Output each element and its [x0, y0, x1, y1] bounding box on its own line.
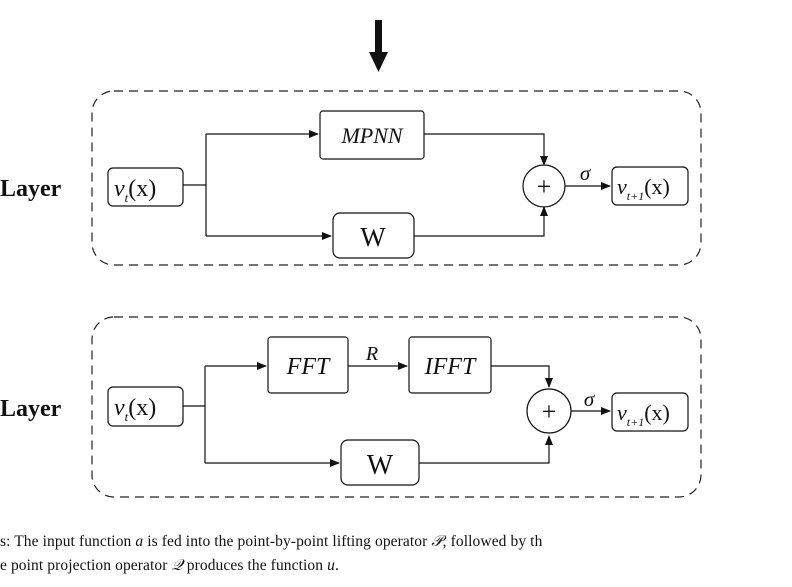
top-layer-frame: [91, 90, 702, 266]
svg-text:MPNN: MPNN: [340, 123, 403, 148]
incoming-arrow: [369, 20, 388, 72]
top-to-sum-lines: [414, 133, 548, 237]
bottom-layer-label: Layer: [0, 396, 62, 422]
top-output-node: vt+1(x): [611, 166, 689, 206]
svg-text:vt+1(x): vt+1(x): [617, 400, 670, 429]
top-w-block: W: [332, 212, 415, 259]
bottom-input-node: vt(x): [107, 386, 184, 427]
svg-text:W: W: [367, 450, 394, 481]
top-split-lines: [183, 130, 332, 240]
svg-text:IFFT: IFFT: [424, 354, 477, 380]
figure-caption-line-1: s: The input function a is fed into the …: [0, 533, 543, 550]
ifft-block: IFFT: [408, 336, 492, 394]
bottom-layer-frame: [91, 316, 702, 498]
fft-block: FFT: [267, 336, 349, 394]
figure-caption-line-2: e point projection operator 𝒬 produces t…: [0, 557, 339, 574]
bottom-sigma-label: σ: [584, 387, 596, 411]
bottom-sum-node: +: [526, 388, 572, 434]
r-label: R: [365, 343, 378, 365]
bottom-w-block: W: [340, 439, 420, 486]
top-sigma-label: σ: [580, 161, 592, 185]
top-sum-node: +: [522, 164, 566, 208]
svg-text:W: W: [360, 222, 386, 252]
svg-text:+: +: [542, 397, 557, 426]
bottom-split-lines: [183, 362, 340, 467]
svg-text:vt(x): vt(x): [114, 395, 156, 424]
svg-text:FFT: FFT: [286, 354, 331, 380]
top-layer-label: Layer: [0, 176, 62, 202]
svg-text:vt+1(x): vt+1(x): [617, 174, 670, 203]
svg-text:vt(x): vt(x): [114, 176, 156, 205]
bottom-output-node: vt+1(x): [611, 392, 689, 432]
mpnn-block: MPNN: [319, 110, 425, 160]
top-input-node: vt(x): [107, 167, 184, 207]
bottom-to-sum-lines: [419, 365, 553, 464]
svg-text:+: +: [537, 172, 552, 201]
